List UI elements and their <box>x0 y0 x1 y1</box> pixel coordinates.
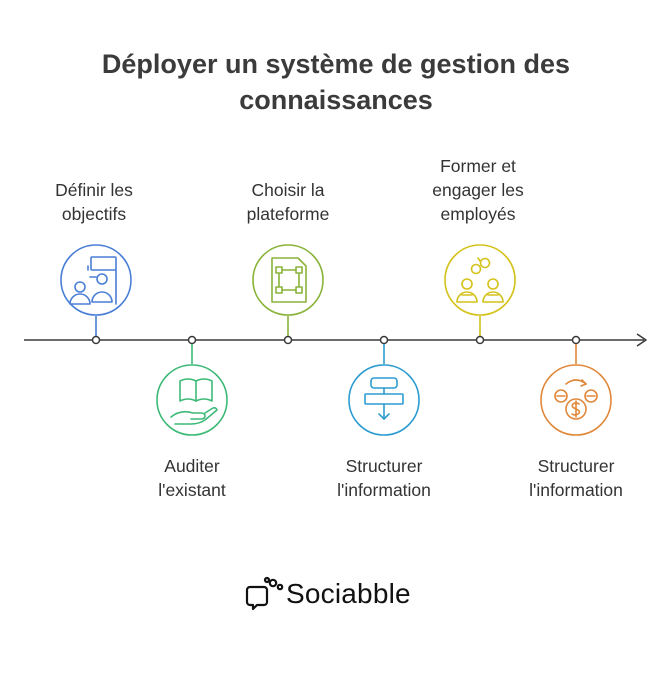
diagram-title: Déployer un système de gestion des conna… <box>60 46 612 118</box>
step-1-node <box>60 244 132 345</box>
step-6-node <box>540 335 612 436</box>
step-5-label: Former et engager les employés <box>432 156 524 224</box>
open-book-hand-icon <box>170 378 218 425</box>
brand-name: Sociabble <box>286 578 411 609</box>
step-3-label: Choisir la plateforme <box>246 180 330 224</box>
step-3-node <box>252 244 324 345</box>
step-4-node <box>348 335 420 436</box>
structure-flow-icon <box>364 377 404 420</box>
step-2-label: Auditer l'existant <box>158 456 226 500</box>
timeline-axis <box>24 333 647 347</box>
step-4-label: Structurer l'information <box>337 456 431 500</box>
brand-logo: Sociabble <box>244 574 411 614</box>
title-line-1: Déployer un système de gestion des <box>101 49 571 79</box>
step-5-node <box>444 244 516 345</box>
step-1-label: Définir les objectifs <box>55 180 133 224</box>
step-2-node <box>156 335 228 436</box>
money-cycle-icon <box>554 379 598 420</box>
platform-selection-icon <box>271 257 307 303</box>
sociabble-logo-icon <box>245 576 284 611</box>
step-6-label: Structurer l'information <box>529 456 623 500</box>
team-training-icon <box>456 258 504 303</box>
title-line-2: connaissances <box>239 85 433 115</box>
goal-team-icon <box>69 256 117 305</box>
